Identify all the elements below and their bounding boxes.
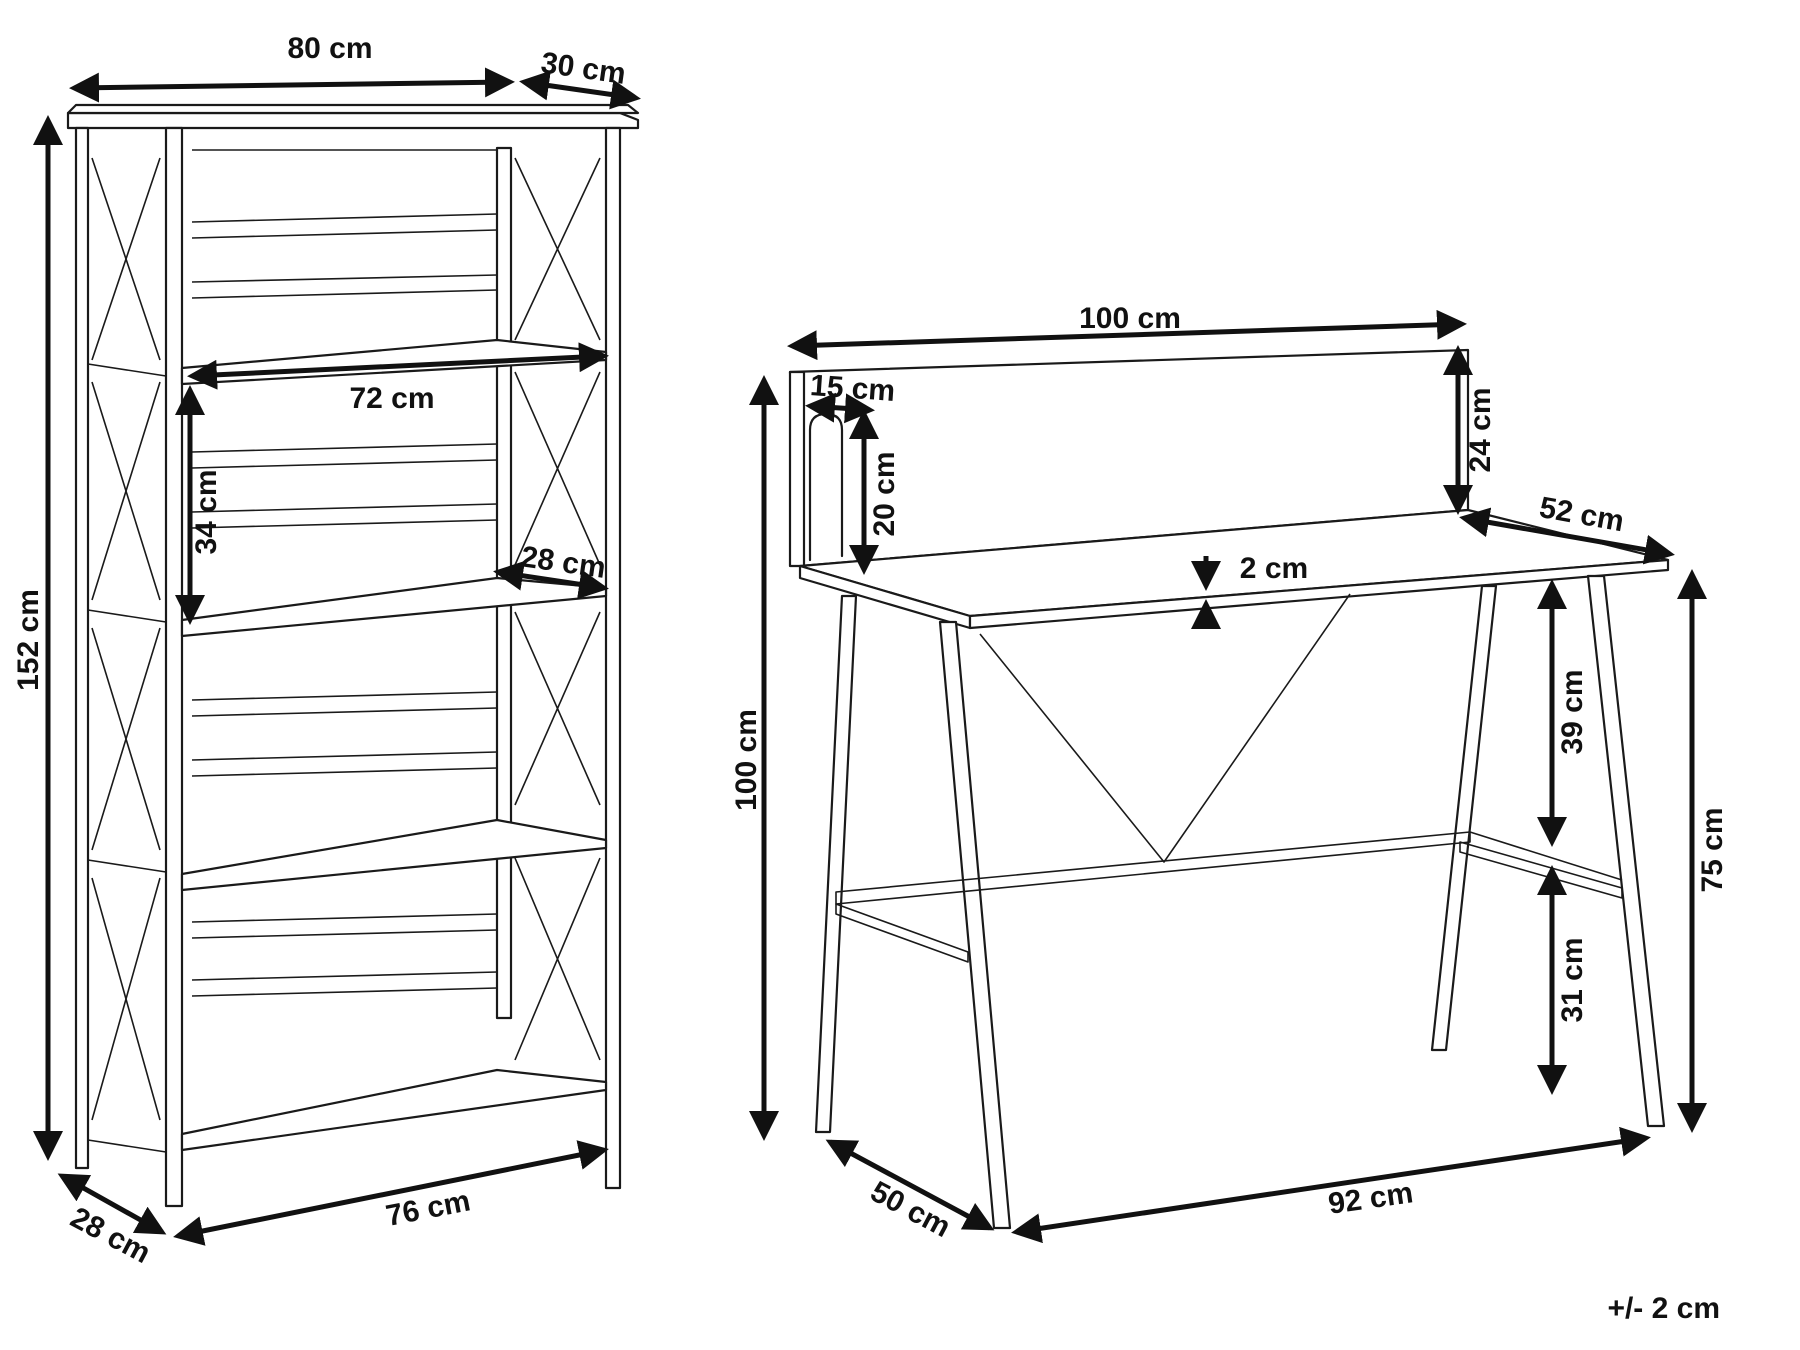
desk-side-depth-label: 15 cm [809, 369, 896, 408]
left-x-panel [87, 157, 167, 1153]
bookcase-shelf-spacing-label: 34 cm [190, 469, 223, 554]
desk-total-height-label: 100 cm [730, 709, 763, 811]
bookcase-height-label: 152 cm [12, 589, 45, 691]
desk-illustration [788, 348, 1670, 1230]
bookcase-illustration [66, 103, 640, 1208]
desk-height-label: 75 cm [1696, 807, 1729, 892]
desk-width-label: 100 cm [1079, 302, 1181, 335]
bookcase-base-depth-label: 28 cm [65, 1201, 156, 1270]
bookcase-shelf-width-label: 72 cm [349, 382, 434, 415]
desk-thickness-label: 2 cm [1240, 552, 1308, 585]
tolerance-note: +/- 2 cm [1607, 1292, 1720, 1325]
desk-back-height-label: 24 cm [1464, 387, 1497, 472]
right-x-panel [514, 157, 601, 1061]
desk-side-height-label: 20 cm [868, 451, 901, 536]
desk-under-top-label: 39 cm [1556, 669, 1589, 754]
desk-stretcher-label: 31 cm [1556, 937, 1589, 1022]
bookcase-width-label: 80 cm [287, 32, 372, 65]
